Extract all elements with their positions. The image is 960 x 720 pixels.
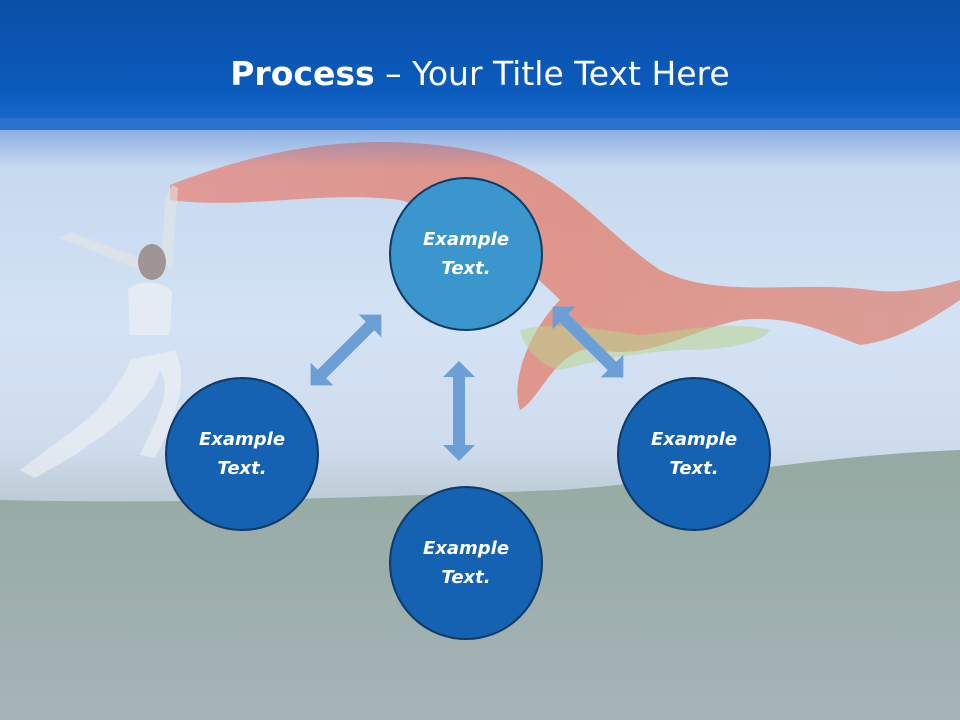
title-bold: Process xyxy=(230,54,375,93)
double-arrow-icon xyxy=(541,295,635,389)
node-right-label: Example Text. xyxy=(650,429,738,479)
title-bar xyxy=(0,0,960,130)
node-left-label: Example Text. xyxy=(198,429,286,479)
node-bottom: Example Text. xyxy=(389,486,543,640)
node-right: Example Text. xyxy=(617,377,771,531)
double-arrow-icon xyxy=(443,361,475,461)
title-bar-fade xyxy=(0,118,960,168)
node-top-label: Example Text. xyxy=(422,229,510,279)
slide-title: Process – Your Title Text Here xyxy=(0,52,960,96)
node-top: Example Text. xyxy=(389,177,543,331)
node-bottom-label: Example Text. xyxy=(422,538,510,588)
title-rest: – Your Title Text Here xyxy=(374,54,730,93)
node-left: Example Text. xyxy=(165,377,319,531)
double-arrow-icon xyxy=(299,303,393,397)
